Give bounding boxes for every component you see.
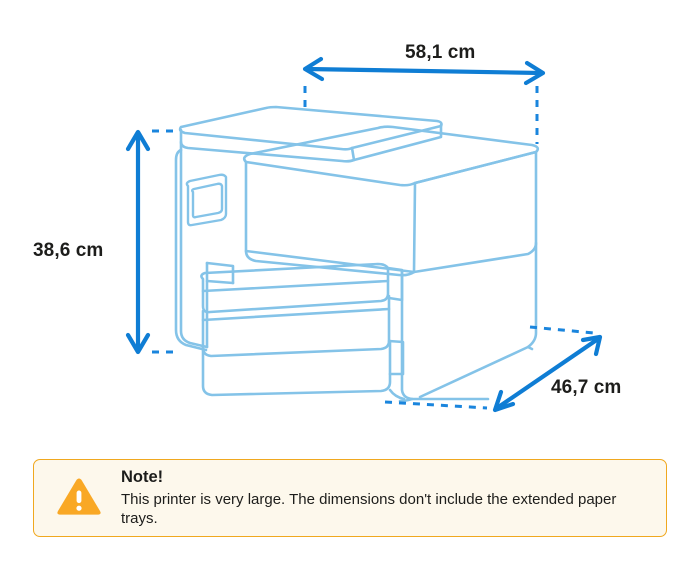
height-dimension-label: 38,6 cm [33, 240, 104, 261]
printer-top-surface [242, 125, 540, 187]
printer-diagram-svg [125, 56, 603, 413]
printer-base-edge [388, 388, 406, 401]
note-callout-box: Note! This printer is very large. The di… [33, 459, 667, 537]
width-arrow [302, 56, 546, 86]
printer-upper-body [244, 150, 538, 277]
printer-control-panel-screen [185, 173, 228, 227]
dimension-guide-lines [152, 86, 595, 410]
printer-output-tray-lip [205, 261, 235, 285]
height-arrow [125, 129, 151, 355]
printer-right-panel [398, 241, 538, 403]
warning-triangle-glyph [57, 478, 101, 515]
note-body-text: This printer is very large. The dimensio… [121, 490, 617, 528]
warning-triangle-icon [56, 477, 102, 519]
depth-arrow [492, 334, 603, 413]
note-text-block: Note! This printer is very large. The di… [121, 467, 648, 529]
printer-dimension-diagram: 58,1 cm 38,6 cm 46,7 cm [33, 42, 622, 413]
printer-left-column [174, 140, 209, 352]
width-dimension-label: 58,1 cm [405, 42, 476, 63]
dimension-arrows [125, 56, 603, 413]
printer-illustration [174, 105, 540, 403]
note-title: Note! [121, 468, 164, 487]
depth-dimension-label: 46,7 cm [551, 377, 622, 398]
printer-scanner-lid [178, 105, 443, 163]
